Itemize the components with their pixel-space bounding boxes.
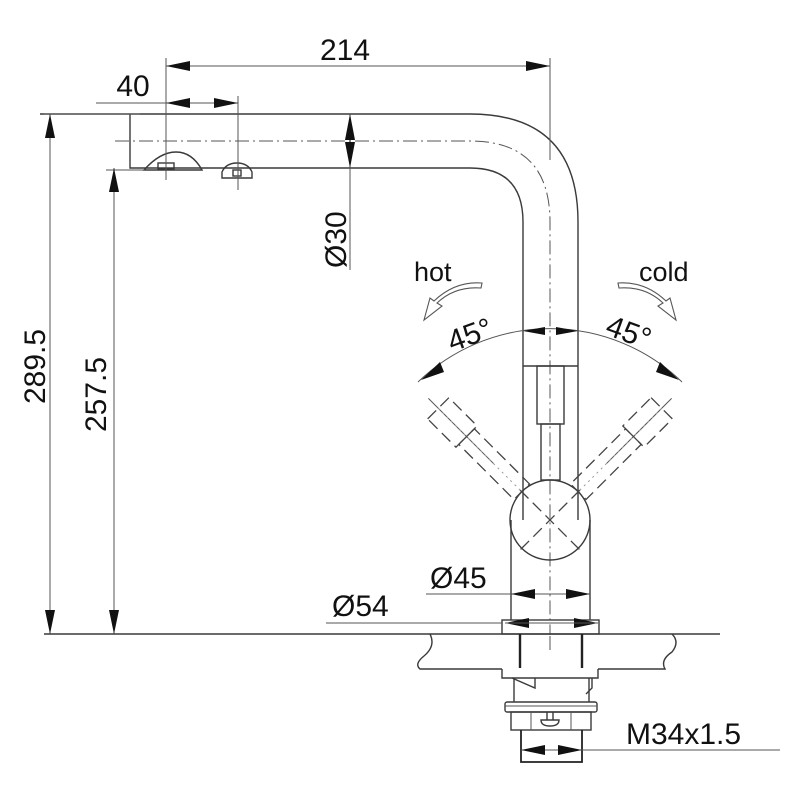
arrow-cold bbox=[656, 362, 679, 380]
spray-offset-label: 40 bbox=[116, 70, 149, 103]
total-height-label: 289.5 bbox=[19, 329, 52, 404]
spout-centerline bbox=[115, 140, 551, 635]
mounting-bracket bbox=[501, 669, 599, 679]
arrow-left bbox=[166, 61, 190, 71]
arrow-down bbox=[109, 610, 119, 634]
spout-inner-line bbox=[140, 167, 524, 520]
countertop-section-left bbox=[417, 633, 502, 670]
thread-connection bbox=[520, 730, 583, 763]
lever-hot-position bbox=[426, 396, 531, 501]
thread-label: M34x1.5 bbox=[626, 718, 741, 751]
arrow-left bbox=[511, 589, 535, 599]
cold-angle-label: 45° bbox=[602, 310, 656, 357]
dimension-body-diameter: Ø45 bbox=[426, 562, 590, 599]
outlet-height-label: 257.5 bbox=[80, 357, 113, 432]
spout-end-cap bbox=[129, 114, 140, 169]
spray-outlet-2 bbox=[221, 162, 253, 179]
spout-diameter-label: Ø30 bbox=[320, 211, 353, 268]
spout-outer-line bbox=[40, 113, 579, 520]
lever-handle-tip bbox=[621, 396, 674, 449]
spray-outlet-1 bbox=[142, 151, 204, 171]
arrow-left bbox=[521, 745, 545, 755]
tap-body bbox=[509, 365, 591, 620]
base-diameter-label: Ø54 bbox=[332, 590, 389, 623]
dimension-spout-reach: 214 bbox=[165, 34, 551, 180]
lever-ghost-center bbox=[437, 407, 523, 493]
arrow-right bbox=[526, 61, 550, 71]
arrow-left bbox=[166, 98, 190, 108]
fixing-nut-body bbox=[510, 711, 592, 731]
dimension-thread: M34x1.5 bbox=[521, 718, 780, 755]
cold-label: cold bbox=[639, 257, 689, 287]
arrow-down bbox=[345, 142, 355, 168]
hot-angle-label: 45° bbox=[443, 312, 497, 359]
countertop-section-right bbox=[598, 633, 677, 670]
dimension-spout-diameter: Ø30 bbox=[320, 114, 355, 270]
dimension-total-height: 289.5 bbox=[19, 113, 140, 634]
arrow-up bbox=[345, 114, 355, 140]
spray-outlet-2-slot bbox=[232, 169, 242, 177]
lever-handle-shaft bbox=[457, 427, 531, 501]
hub-cross-line bbox=[519, 489, 581, 551]
arrow-right bbox=[558, 745, 582, 755]
fixing-nut-ring bbox=[504, 701, 598, 713]
lever-hub bbox=[509, 479, 591, 561]
mounting-wedge-right bbox=[585, 678, 593, 695]
dimension-outlet-height: 257.5 bbox=[80, 168, 119, 634]
arrow-right bbox=[566, 589, 590, 599]
lever-ghost-center bbox=[577, 407, 663, 493]
arrow-center-right bbox=[556, 327, 578, 335]
hot-label: hot bbox=[414, 257, 452, 287]
arrow-up bbox=[45, 114, 55, 138]
hot-indicator: hot bbox=[414, 257, 483, 322]
arrow-hot bbox=[421, 362, 444, 380]
hot-rotate-arrow-icon bbox=[423, 282, 483, 322]
spout-reach-label: 214 bbox=[320, 34, 370, 67]
lever-cold-position bbox=[569, 396, 674, 501]
spout bbox=[40, 113, 579, 635]
mounting-wedge-left bbox=[511, 677, 536, 690]
base-and-counter: Ø54 bbox=[44, 590, 720, 763]
lever-handle-shaft bbox=[569, 427, 643, 501]
cold-indicator: cold bbox=[617, 257, 689, 322]
screw-icon bbox=[540, 712, 560, 727]
cold-rotate-arrow-icon bbox=[617, 282, 677, 322]
dimension-spray-offset: 40 bbox=[96, 70, 239, 190]
body-diameter-label: Ø45 bbox=[430, 562, 487, 595]
arrow-down bbox=[45, 610, 55, 634]
arrow-up bbox=[109, 168, 119, 192]
arrow-center-left bbox=[523, 327, 545, 335]
angle-arc bbox=[417, 328, 683, 383]
arrow-right bbox=[214, 98, 238, 108]
lever-handle-tip bbox=[426, 396, 479, 449]
